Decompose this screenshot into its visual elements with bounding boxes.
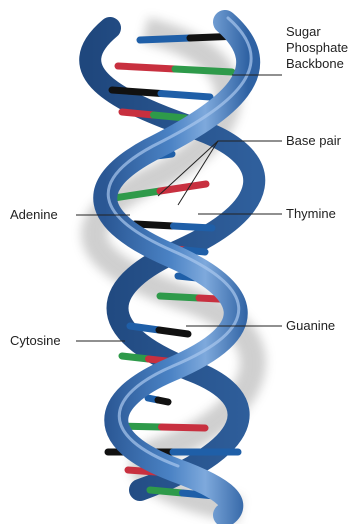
- base-cytosine: [161, 94, 210, 98]
- base-adenine: [150, 490, 183, 493]
- base-guanine: [158, 400, 168, 402]
- label-base-pair: Base pair: [286, 133, 341, 149]
- base-guanine: [159, 330, 188, 334]
- base-cytosine: [140, 38, 190, 40]
- base-guanine: [112, 90, 161, 94]
- label-cytosine: Cytosine: [10, 333, 61, 349]
- base-cytosine: [174, 226, 213, 228]
- label-guanine: Guanine: [286, 318, 335, 334]
- base-adenine: [154, 115, 186, 118]
- base-adenine: [175, 69, 232, 72]
- label-sugar-phosphate-backbone: Sugar Phosphate Backbone: [286, 24, 356, 72]
- base-cytosine: [130, 326, 159, 330]
- base-thymine: [118, 66, 175, 69]
- label-thymine: Thymine: [286, 206, 336, 222]
- label-adenine: Adenine: [10, 207, 58, 223]
- label-sugar-line-3: Backbone: [286, 56, 356, 72]
- base-thymine: [122, 112, 154, 115]
- base-guanine: [135, 224, 174, 226]
- base-thymine: [162, 427, 206, 428]
- base-adenine: [122, 356, 149, 359]
- label-sugar-line-1: Sugar: [286, 24, 356, 40]
- base-adenine: [160, 296, 199, 298]
- label-sugar-line-2: Phosphate: [286, 40, 356, 56]
